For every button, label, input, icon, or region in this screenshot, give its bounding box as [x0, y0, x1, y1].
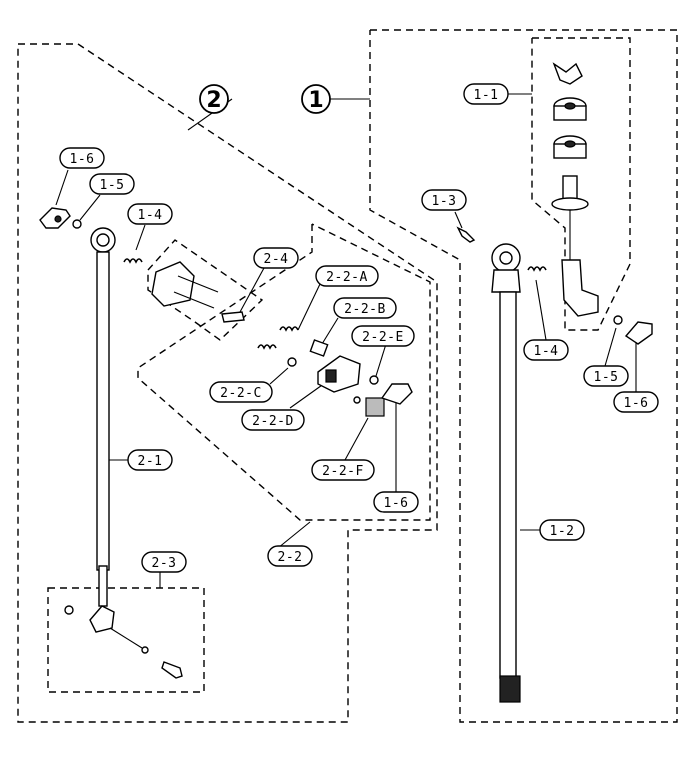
holder-2-2: [317, 355, 361, 393]
callout-2-2-D: 2-2-D: [241, 409, 305, 431]
callout-1-3: 1-3: [421, 189, 467, 211]
washer-2-2-E: [369, 375, 379, 385]
group-marker-2: 2: [199, 84, 229, 114]
callout-2-3: 2-3: [141, 551, 187, 573]
svg-text:1-6: 1-6: [384, 496, 409, 511]
wing-nut-left: [39, 207, 71, 229]
group-marker-1: 1: [301, 84, 331, 114]
spring-2-2-C: [257, 344, 277, 350]
group-1-1-boundary: [531, 37, 631, 331]
rod-1-2: [491, 243, 521, 703]
group-2-2-boundary: [137, 223, 431, 521]
group-1-boundary: [369, 29, 678, 723]
svg-text:1-3: 1-3: [432, 194, 457, 209]
stack-1-1: [551, 62, 599, 317]
callout-1-4-left: 1-4: [127, 203, 173, 225]
callout-1-4-right: 1-4: [523, 339, 569, 361]
callout-2-2-F: 2-2-F: [311, 459, 375, 481]
svg-text:1-6: 1-6: [70, 152, 95, 167]
svg-text:2-2-F: 2-2-F: [322, 464, 364, 479]
svg-text:2-2-C: 2-2-C: [220, 386, 262, 401]
svg-text:2-2-D: 2-2-D: [252, 414, 294, 429]
svg-text:1-4: 1-4: [534, 344, 559, 359]
group-2-4-boundary: [147, 239, 264, 341]
wing-nut-mid: [380, 383, 413, 405]
group-2-boundary: [17, 43, 438, 723]
washer-2-2-D: [353, 396, 361, 404]
pin-2-2-B: [309, 339, 329, 357]
callout-1-5-left: 1-5: [89, 173, 135, 195]
svg-text:1-1: 1-1: [474, 88, 499, 103]
svg-text:2-2-E: 2-2-E: [362, 330, 404, 345]
callout-1-5-right: 1-5: [583, 365, 629, 387]
svg-text:1: 1: [308, 88, 323, 113]
callout-2-2: 2-2: [267, 545, 313, 567]
screw-1-3: [456, 226, 476, 243]
svg-text:2-4: 2-4: [264, 252, 289, 267]
svg-text:2-3: 2-3: [152, 556, 177, 571]
group-2-3-boundary: [47, 587, 205, 693]
callout-1-2: 1-2: [539, 519, 585, 541]
callout-2-1: 2-1: [127, 449, 173, 471]
svg-text:2: 2: [206, 88, 221, 113]
svg-text:1-2: 1-2: [550, 524, 575, 539]
roller-2-2-F: [365, 397, 385, 417]
svg-text:1-5: 1-5: [594, 370, 619, 385]
washer-right: [613, 315, 623, 325]
rod-2-1: [90, 227, 116, 607]
callout-2-4: 2-4: [253, 247, 299, 269]
svg-text:2-2-B: 2-2-B: [344, 302, 386, 317]
leader-lines: [55, 93, 637, 588]
svg-text:1-6: 1-6: [624, 396, 649, 411]
callout-2-2-E: 2-2-E: [351, 325, 415, 347]
callout-1-6-left: 1-6: [59, 147, 105, 169]
spring-right: [527, 266, 547, 272]
callout-2-2-C: 2-2-C: [209, 381, 273, 403]
clamp-2-3: [64, 605, 183, 679]
clamp-2-4: [151, 261, 245, 323]
callout-2-2-B: 2-2-B: [333, 297, 397, 319]
callout-1-1: 1-1: [463, 83, 509, 105]
spring-left: [123, 258, 143, 264]
svg-text:1-5: 1-5: [100, 178, 125, 193]
wing-nut-right: [624, 321, 653, 345]
washer-left: [72, 219, 82, 229]
spring-2-2-A: [279, 326, 299, 332]
callout-1-6-right: 1-6: [613, 391, 659, 413]
svg-text:2-2-A: 2-2-A: [326, 270, 368, 285]
washer-2-2-C: [287, 357, 297, 367]
svg-text:1-4: 1-4: [138, 208, 163, 223]
callout-1-6-mid: 1-6: [373, 491, 419, 513]
svg-text:2-2: 2-2: [278, 550, 303, 565]
svg-text:2-1: 2-1: [138, 454, 163, 469]
callout-2-2-A: 2-2-A: [315, 265, 379, 287]
